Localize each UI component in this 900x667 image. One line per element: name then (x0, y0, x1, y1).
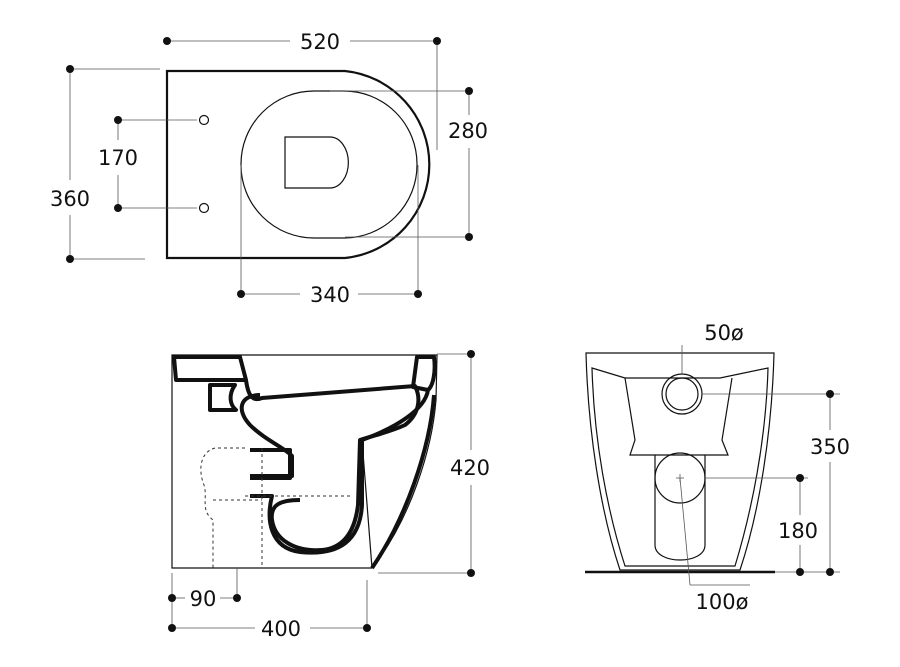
rear-view-outline (585, 352, 775, 571)
bowl-opening (240, 90, 418, 239)
dim-inlet-diameter-label: 50ø (704, 321, 744, 345)
dim-rim-width-label: 280 (448, 119, 488, 143)
top-view: 520 360 170 280 340 (50, 30, 488, 307)
dim-depth-label: 360 (50, 187, 90, 211)
side-bowl (239, 379, 421, 553)
top-view-outline (165, 69, 431, 260)
side-view: 420 90 400 (168, 350, 490, 641)
dim-rim-length-label: 340 (310, 283, 350, 307)
dim-width-label: 520 (300, 30, 340, 54)
dim-outlet-diameter-label: 100ø (696, 590, 749, 614)
inlet-pipe-inner (665, 377, 699, 411)
dim-hole-spacing-label: 170 (98, 146, 138, 170)
side-pipe-dashed (200, 447, 350, 568)
fixing-hole-bottom (198, 202, 210, 214)
side-rim (172, 355, 248, 382)
dim-length-label: 400 (261, 617, 301, 641)
dim-height-label: 420 (450, 456, 490, 480)
dim-inlet-height-label: 350 (810, 435, 850, 459)
dim-outlet-offset-label: 90 (190, 587, 217, 611)
rear-view: 50ø 350 180 100ø (585, 321, 850, 614)
inlet-pipe-outer (661, 373, 703, 415)
fixing-hole-top (198, 114, 210, 126)
dim-outlet-height-label: 180 (778, 519, 818, 543)
bowl-drain (284, 136, 349, 189)
